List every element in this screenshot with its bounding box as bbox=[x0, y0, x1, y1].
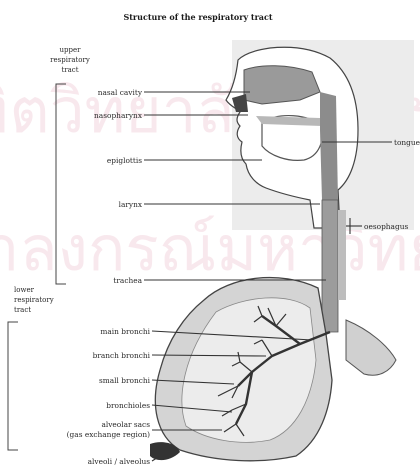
lower-group-line-2: respiratory bbox=[14, 296, 54, 304]
label-larynx: larynx bbox=[119, 200, 143, 209]
diagram-title: Structure of the respiratory tract bbox=[123, 12, 272, 22]
lower-tract-bracket bbox=[8, 322, 18, 450]
lower-group-line-1: lower bbox=[14, 286, 35, 294]
label-alveoli: alveoli / alveolus bbox=[88, 457, 151, 466]
label-nasal-cavity: nasal cavity bbox=[98, 88, 143, 97]
upper-group-line-1: upper bbox=[60, 46, 82, 54]
label-branch-bronchi: branch bronchi bbox=[93, 351, 151, 360]
label-alveolar-sacs: alveolar sacs bbox=[101, 420, 150, 429]
label-nasopharynx: nasopharynx bbox=[94, 111, 143, 120]
label-main-bronchi: main bronchi bbox=[100, 327, 150, 336]
oesophagus-tube bbox=[338, 210, 346, 300]
label-trachea: trachea bbox=[113, 276, 142, 285]
label-small-bronchi: small bronchi bbox=[99, 376, 151, 385]
upper-group-line-3: tract bbox=[61, 66, 78, 74]
trachea-tube bbox=[322, 200, 338, 332]
right-lung-edge bbox=[346, 320, 396, 375]
label-bronchioles: bronchioles bbox=[106, 401, 150, 410]
label-oesophagus: oesophagus bbox=[364, 222, 408, 231]
label-alveolar-sacs-note: (gas exchange region) bbox=[67, 430, 150, 439]
label-epiglottis: epiglottis bbox=[107, 156, 142, 165]
label-tongue: tongue bbox=[394, 138, 420, 147]
upper-group-line-2: respiratory bbox=[50, 56, 90, 64]
pharynx-tube bbox=[320, 92, 338, 200]
lower-group-line-3: tract bbox=[14, 306, 31, 314]
